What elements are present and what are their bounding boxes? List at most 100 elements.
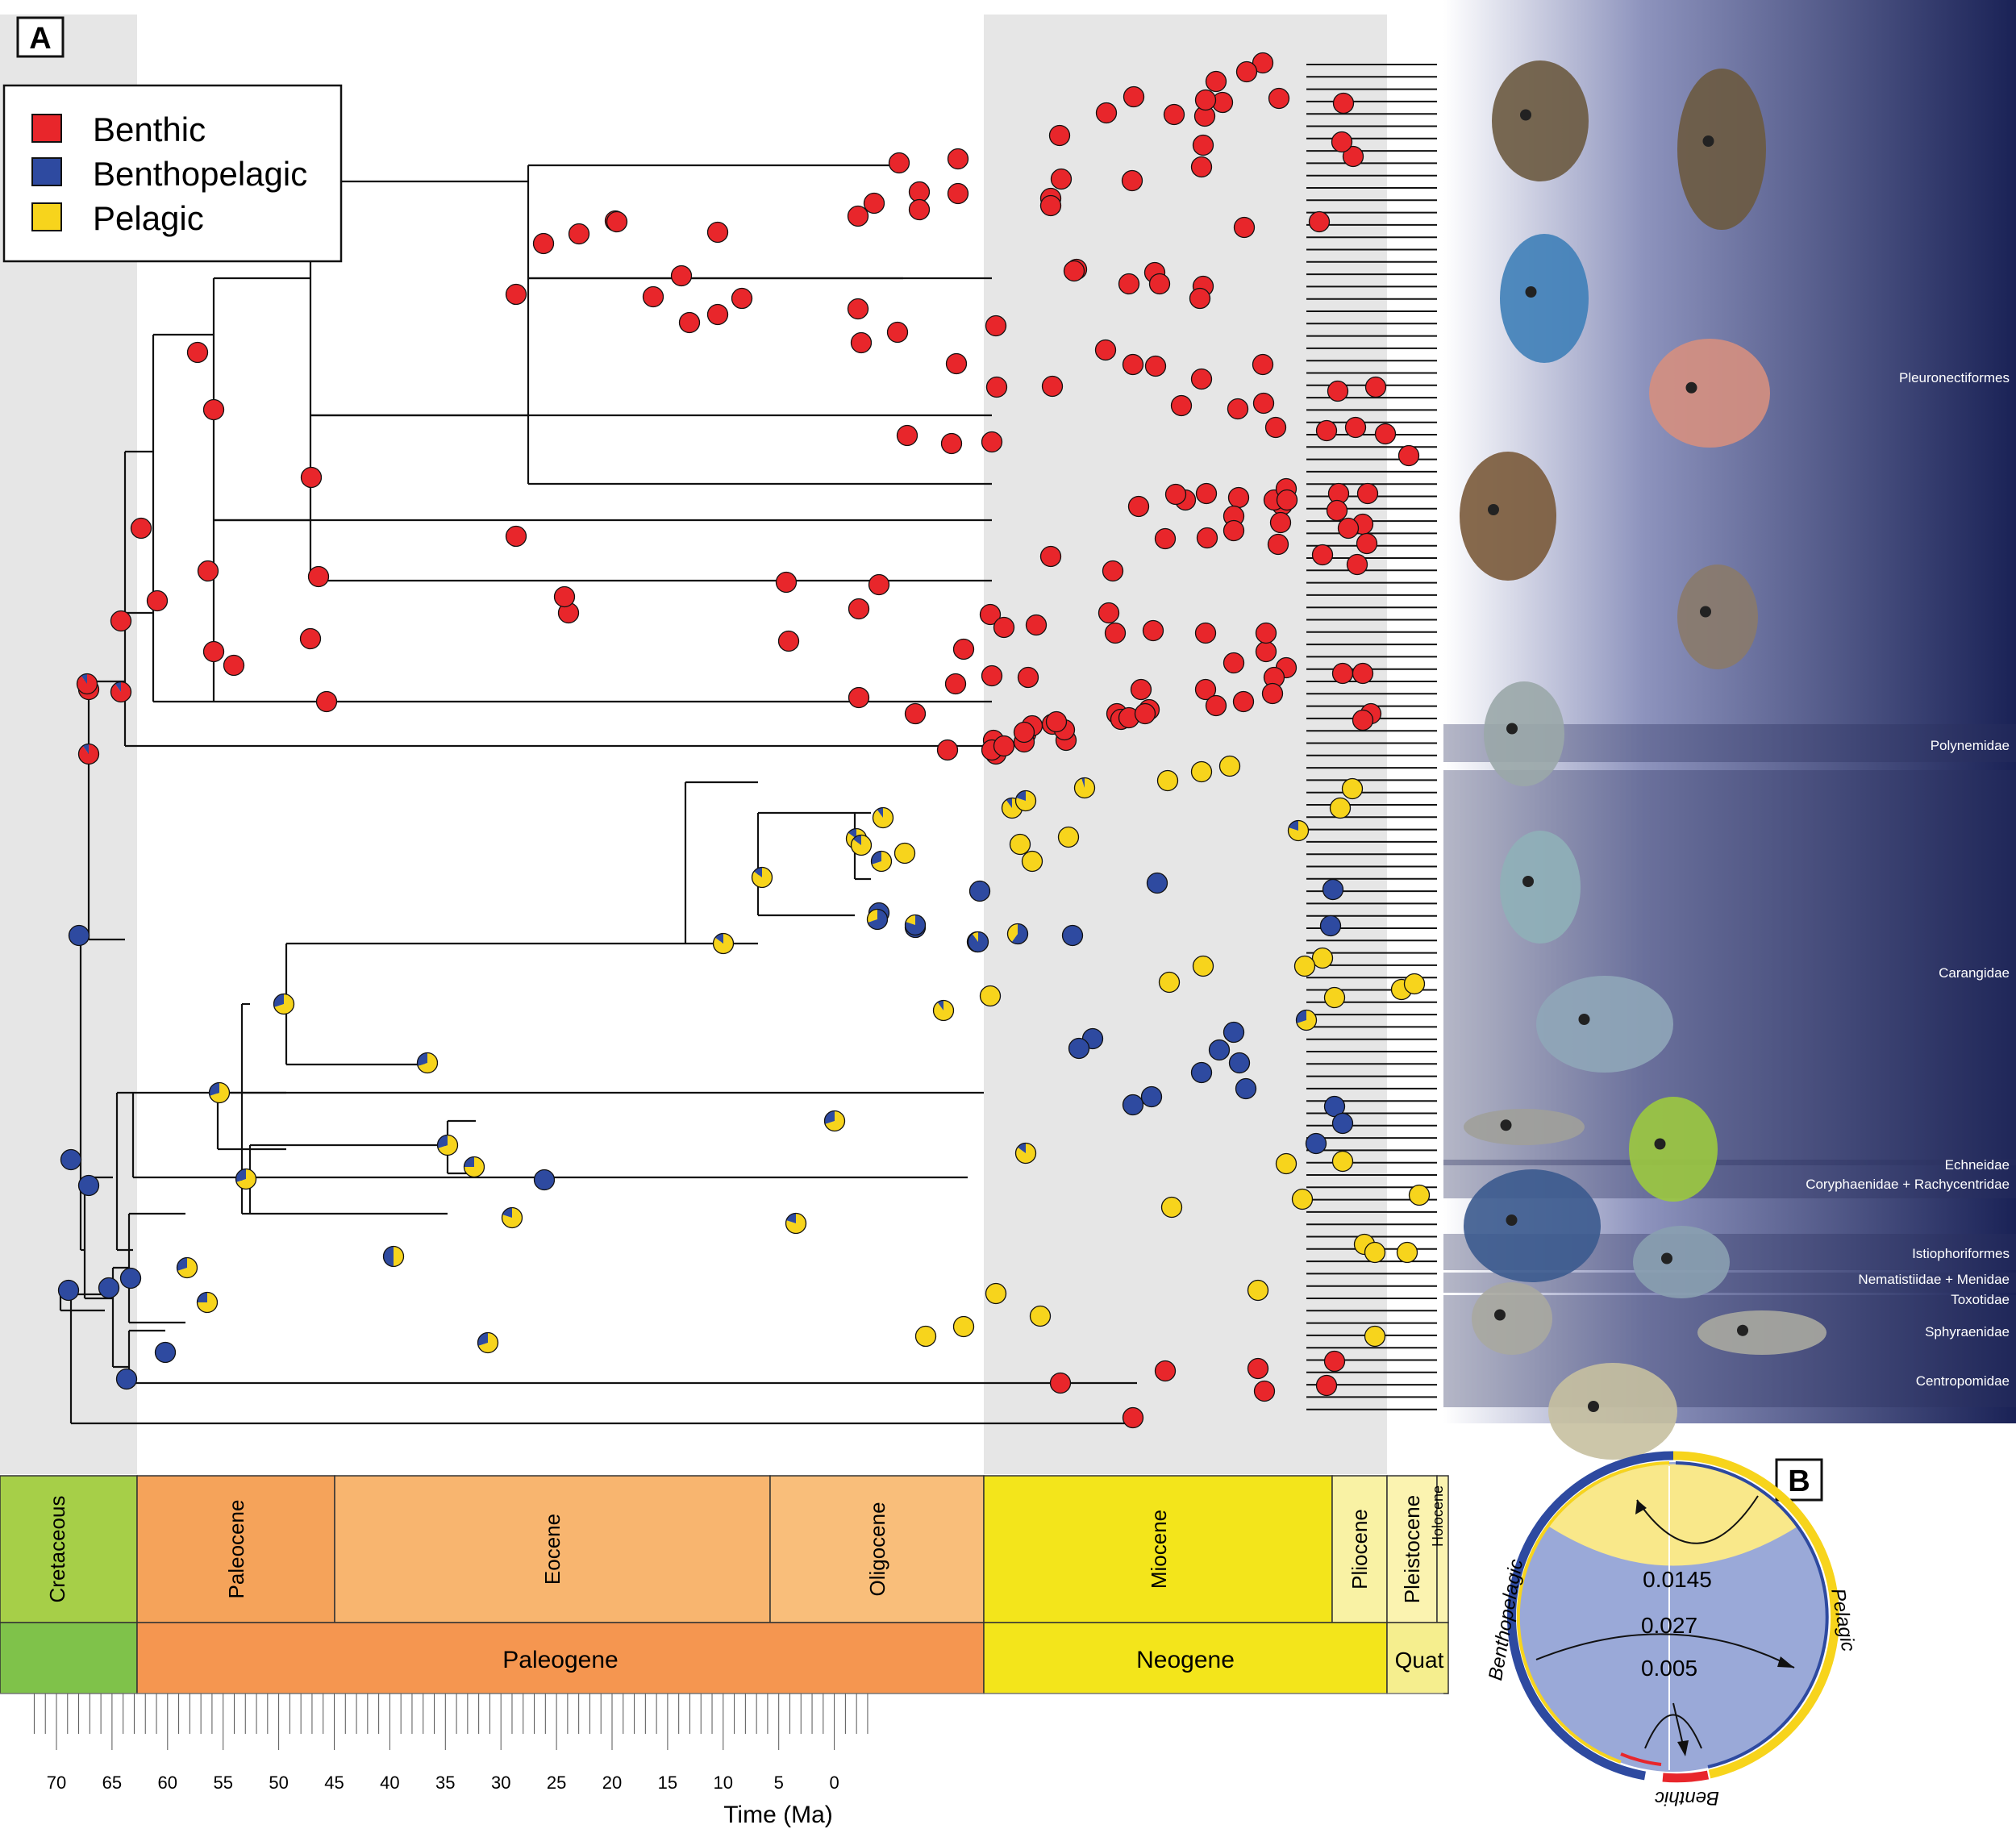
state-pie — [1364, 1241, 1386, 1264]
benthopelagic-inner-arc — [1516, 1461, 1670, 1764]
period-label-quaternary: Quat — [1395, 1648, 1444, 1673]
fish-illustration — [1464, 1109, 1585, 1145]
epoch-label-cretaceous: Cretaceous — [45, 1496, 69, 1603]
state-pie-slice — [968, 931, 989, 952]
state-pie-outline — [235, 1168, 257, 1190]
state-pie-slice — [82, 744, 89, 754]
state-pie — [1364, 1325, 1386, 1348]
state-pie — [1041, 375, 1064, 398]
clade-row-bands — [1443, 724, 2016, 1407]
state-pie — [505, 283, 527, 306]
state-pie — [299, 627, 322, 650]
clade-label-istiophoriformes: Istiophoriformes — [1912, 1246, 2010, 1261]
legend-swatch-pelagic — [31, 202, 62, 231]
state-pie-slice — [383, 1246, 394, 1267]
state-pie — [1061, 924, 1084, 947]
state-pie — [1045, 710, 1068, 733]
state-pie — [77, 1174, 100, 1197]
state-pie — [1192, 955, 1214, 977]
fish-eye — [1737, 1324, 1748, 1336]
state-pie-slice — [477, 1332, 488, 1346]
state-pie — [1305, 1132, 1327, 1155]
state-pie-slice — [906, 914, 915, 925]
state-label-benthic: Benthic — [1655, 1787, 1719, 1809]
state-pie — [1255, 640, 1277, 663]
benthopelagic-arc — [1507, 1451, 1674, 1781]
state-pie — [1194, 678, 1217, 701]
state-pie-slice — [197, 1292, 207, 1302]
fish-illustration — [1677, 565, 1758, 669]
tick-label: 65 — [102, 1773, 122, 1793]
pelagic-self-lobe — [1549, 1527, 1797, 1566]
fish-illustration — [1492, 60, 1589, 181]
state-pie-outline — [110, 681, 132, 703]
tree-tips — [1306, 64, 1437, 1410]
state-pie — [1308, 210, 1331, 233]
state-pie-slice — [1016, 790, 1026, 801]
state-pie — [981, 431, 1003, 453]
state-pie — [1127, 495, 1150, 518]
fish-illustration — [1460, 452, 1556, 581]
state-pie — [1021, 850, 1043, 873]
state-pie-slice — [394, 1246, 404, 1267]
state-pie — [936, 739, 959, 761]
state-pie — [908, 181, 931, 203]
state-pie-outline — [1295, 1009, 1318, 1031]
state-pie — [848, 598, 870, 620]
state-pie — [1323, 1350, 1346, 1373]
legend-swatch-benthopelagic — [31, 157, 62, 186]
state-pie-outline — [1287, 819, 1310, 842]
state-pie-slice — [1006, 798, 1012, 808]
state-pie — [115, 1368, 138, 1390]
clade-label-sphyraenidae: Sphyraenidae — [1925, 1324, 2010, 1339]
tick-label: 55 — [213, 1773, 232, 1793]
fish-illustration — [1536, 976, 1673, 1073]
clade-label-echneidae: Echneidae — [1945, 1157, 2010, 1173]
state-pie — [904, 702, 927, 725]
state-pie — [1134, 702, 1156, 725]
state-pie — [847, 298, 869, 320]
state-pie — [1396, 1241, 1418, 1264]
state-pie-outline — [866, 908, 889, 931]
state-pie — [1194, 622, 1217, 644]
state-pie-outline — [872, 806, 894, 829]
state-pie — [1013, 721, 1035, 744]
state-pie — [914, 1325, 937, 1348]
state-pie — [1403, 973, 1426, 995]
state-pie — [1341, 777, 1364, 800]
state-pie — [1344, 416, 1367, 439]
state-pie — [1227, 486, 1250, 509]
state-pie — [533, 1169, 556, 1191]
tick-label: 30 — [491, 1773, 510, 1793]
state-pie — [223, 654, 245, 677]
state-pie — [1268, 87, 1290, 110]
transition-diagram: B 0.0145 0.027 0.005 Benthopelagic Pelag… — [1485, 1451, 1860, 1809]
state-pie-slice — [752, 867, 773, 888]
state-pie-outline — [208, 1081, 231, 1104]
state-pie-slice — [177, 1257, 187, 1271]
state-pie — [60, 1148, 82, 1171]
state-pie-slice — [81, 673, 87, 684]
state-pie — [1146, 872, 1168, 894]
state-pie — [1397, 444, 1420, 467]
state-pie-slice — [437, 1135, 448, 1148]
state-pie — [1098, 602, 1120, 624]
state-pie — [1311, 544, 1334, 566]
phylogenetic-tree — [59, 164, 1137, 1425]
tick-label: 0 — [829, 1773, 839, 1793]
state-pie — [979, 985, 1002, 1007]
state-pie — [1352, 709, 1374, 731]
period-label-neogene: Neogene — [1136, 1647, 1235, 1673]
arrowhead-3 — [1677, 1740, 1689, 1756]
state-pie — [1247, 1279, 1269, 1302]
state-pie — [1049, 1372, 1072, 1394]
state-pie — [57, 1279, 80, 1302]
tick-label: 40 — [380, 1773, 399, 1793]
state-pie — [678, 311, 701, 334]
pelagic-to-pelagic-arrow — [1636, 1495, 1759, 1544]
epoch-pleistocene — [1386, 1475, 1438, 1623]
state-pie — [1252, 392, 1275, 415]
state-pie-outline — [382, 1245, 405, 1268]
state-pie-slice — [1289, 820, 1298, 831]
